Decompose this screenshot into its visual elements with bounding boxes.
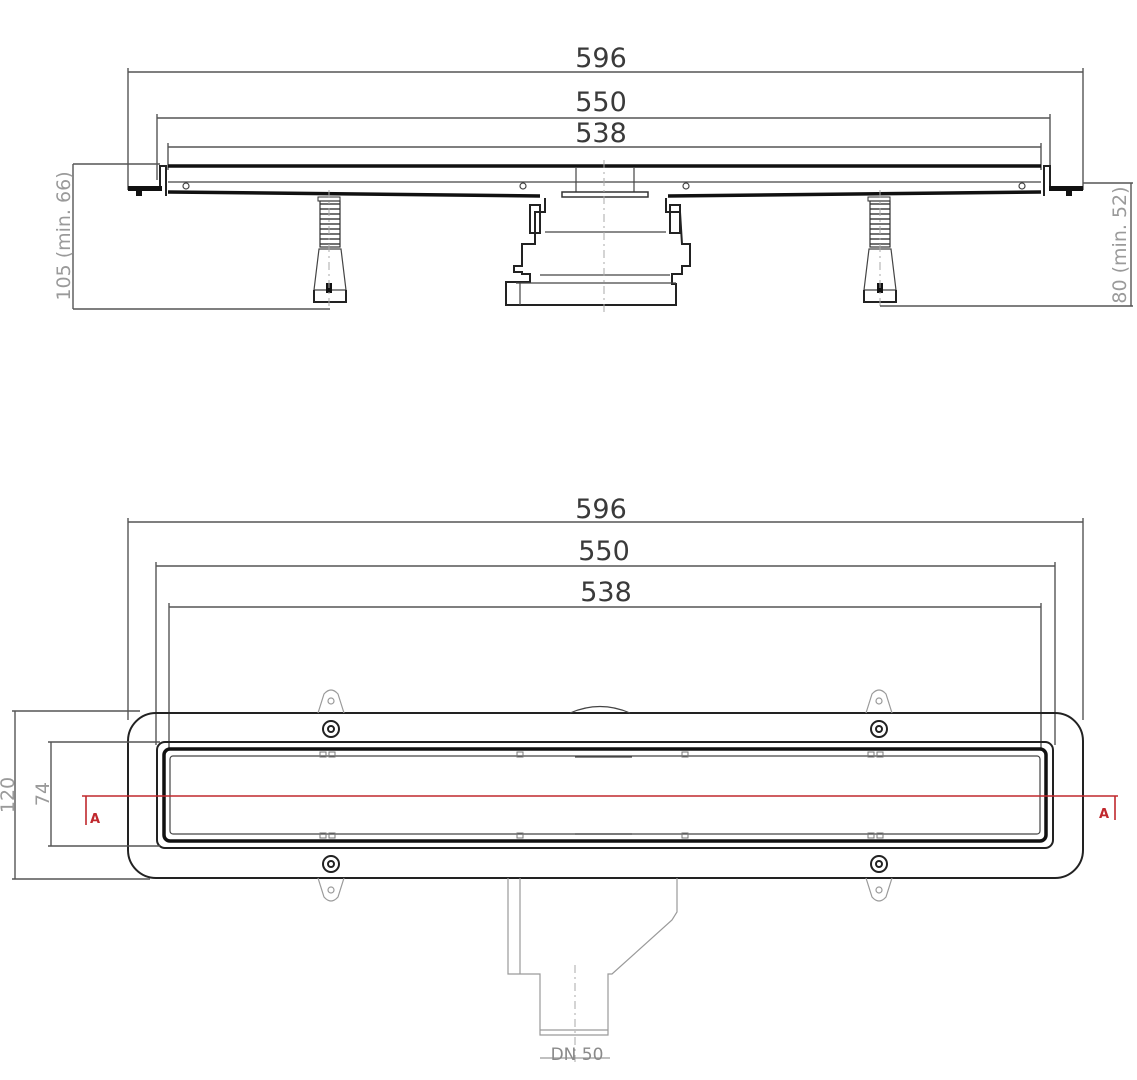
dimension-538-top: 538: [168, 577, 1042, 750]
adjustable-foot-left: [313, 190, 347, 310]
section-label-right: A: [1099, 807, 1109, 822]
dimension-width-74: 74: [32, 741, 160, 847]
dimension-550-side: 550: [156, 87, 1051, 180]
siphon-trap-side: [505, 160, 691, 312]
grate: [169, 755, 1041, 835]
top-view: 596 550 538: [0, 494, 1118, 1065]
drain-channel: [156, 741, 1054, 849]
dim-label-outlet: DN 50: [551, 1045, 604, 1065]
dimension-550-top: 550: [155, 536, 1056, 745]
section-line-a-a: A A: [82, 795, 1118, 827]
dim-label-channel-length: 550: [575, 87, 627, 118]
dimension-height-right: 80 (min. 52): [880, 182, 1133, 307]
section-label-left: A: [90, 812, 100, 827]
drain-channel-side: [128, 164, 1083, 198]
dimension-596-side: 596: [127, 43, 1084, 190]
dim-label-height-left: 105 (min. 66): [53, 171, 75, 300]
dim-label-height-right: 80 (min. 52): [1109, 186, 1131, 303]
mounting-lug-bottom-left: [317, 855, 345, 902]
dim-label-grate-length-top: 538: [580, 577, 632, 608]
dimension-height-left: 105 (min. 66): [53, 163, 330, 310]
grate-frame: [162, 747, 1048, 843]
dim-label-overall-length-top: 596: [575, 494, 627, 525]
dimension-width-120: 120: [0, 710, 150, 880]
mounting-lug-top-right: [865, 689, 893, 738]
dimension-596-top: 596: [127, 494, 1084, 720]
dim-label-grate-length: 538: [575, 118, 627, 149]
dim-label-channel-width: 74: [32, 782, 54, 806]
dim-label-overall-width: 120: [0, 777, 19, 813]
mounting-lug-top-left: [317, 689, 345, 738]
side-view: 596 550 538: [53, 43, 1133, 312]
dim-label-channel-length-top: 550: [578, 536, 630, 567]
outlet-pipe: DN 50: [507, 878, 678, 1065]
adjustable-foot-right: [863, 190, 897, 310]
dim-label-overall-length: 596: [575, 43, 627, 74]
mounting-lug-bottom-right: [865, 855, 893, 902]
